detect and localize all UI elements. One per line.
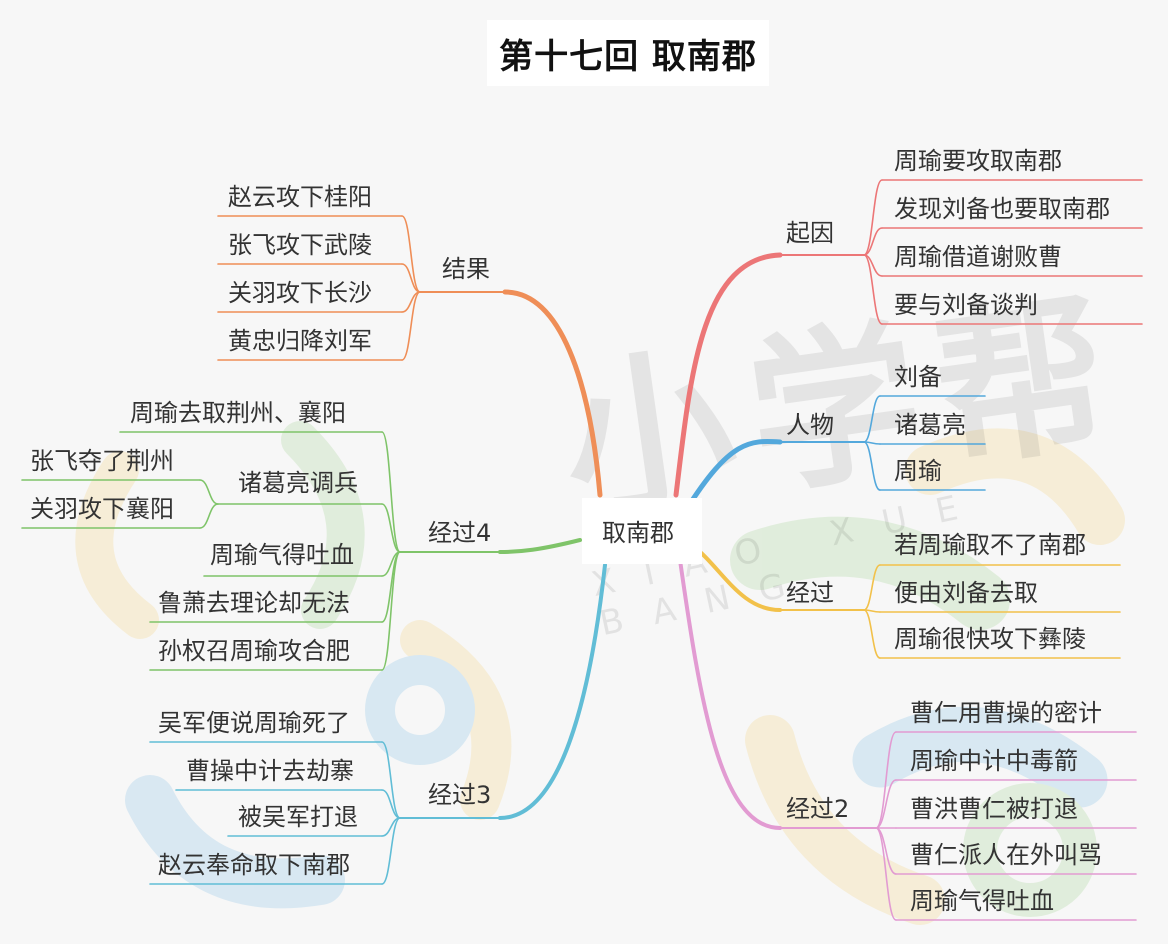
jingguo-item: 若周瑜取不了南郡 [894,531,1086,559]
jingguo4-subitem: 张飞夺了荆州 [30,447,174,475]
branch-jingguo: 经过 [786,579,834,607]
page-title: 第十七回 取南郡 [487,20,769,86]
branch-jingguo4: 经过4 [428,519,492,547]
connector-jingguo3 [381,817,401,885]
trunk-jingguo2 [678,558,782,830]
connector-jingguo4 [381,551,401,671]
jingguo4-item: 鲁萧去理论却无法 [158,589,350,617]
jingguo2-item: 曹洪曹仁被打退 [910,795,1078,823]
jingguo4-item: 孙权召周瑜攻合肥 [158,637,350,665]
jingguo-item: 周瑜很快攻下彝陵 [894,625,1086,653]
jingguo3-item: 吴军便说周瑜死了 [158,709,350,737]
trunk-jingguo [690,543,782,612]
jingguo4-item: 周瑜气得吐血 [210,541,354,569]
connector-jingguo [863,564,881,611]
connector-jingguo4 [381,431,401,553]
connector-jingguo [863,609,881,659]
jieguo-item: 张飞攻下武陵 [228,231,372,259]
center-node-box [582,498,702,564]
jingguo2-item: 周瑜中计中毒箭 [910,747,1078,775]
qiyin-item: 周瑜借道谢败曹 [894,243,1062,271]
qiyin-item: 要与刘备谈判 [894,291,1038,319]
jingguo3-item: 被吴军打退 [238,803,358,831]
trunk-qiyin [673,252,783,498]
connector-jingguo4 [381,503,401,553]
jingguo2-item: 周瑜气得吐血 [910,887,1054,915]
qiyin-item: 发现刘备也要取南郡 [894,195,1110,223]
connector-jingguo2 [875,827,897,921]
connector-jieguo [401,263,421,293]
branch-qiyin: 起因 [786,219,834,247]
connector-jingguo3 [381,741,401,819]
trunk-jingguo3 [498,563,607,820]
connector-renwu [863,395,881,443]
jingguo-item: 便由刘备去取 [894,579,1038,607]
jieguo-item: 关羽攻下长沙 [228,279,372,307]
jingguo3-item: 曹操中计去劫寨 [186,757,354,785]
trunk-jingguo4 [498,538,582,554]
jingguo4-item: 周瑜去取荆州、襄阳 [130,399,346,427]
connector-jieguo [401,291,421,361]
connector-jingguo3 [381,789,401,819]
jingguo4-subitem: 关羽攻下襄阳 [30,495,174,523]
connector-jingguo4-sub [199,503,219,529]
trunk-renwu [683,438,783,513]
branch-jingguo2: 经过2 [786,795,850,823]
jieguo-item: 黄忠归降刘军 [228,327,372,355]
connector-jingguo2 [875,779,897,829]
renwu-item: 周瑜 [894,457,942,485]
connector-qiyin [863,227,883,256]
connector-jieguo [401,215,421,293]
branch-renwu: 人物 [786,411,834,439]
connector-jingguo4-sub [199,479,219,505]
connector-jingguo2 [875,731,897,829]
jieguo-item: 赵云攻下桂阳 [228,183,372,211]
renwu-item: 诸葛亮 [894,411,966,439]
branch-jingguo3: 经过3 [428,781,492,809]
branch-jieguo: 结果 [442,255,490,283]
jingguo2-item: 曹仁用曹操的密计 [910,699,1102,727]
connector-qiyin [863,179,883,256]
jingguo4-item: 诸葛亮调兵 [238,469,358,497]
connector-renwu [863,441,881,491]
renwu-item: 刘备 [894,363,942,391]
center-node: 取南郡 [602,519,674,547]
jingguo3-item: 赵云奉命取下南郡 [158,851,350,879]
trunk-jieguo [502,289,603,498]
jingguo2-item: 曹仁派人在外叫骂 [910,841,1102,869]
connector-qiyin [863,254,883,325]
qiyin-item: 周瑜要攻取南郡 [894,147,1062,175]
